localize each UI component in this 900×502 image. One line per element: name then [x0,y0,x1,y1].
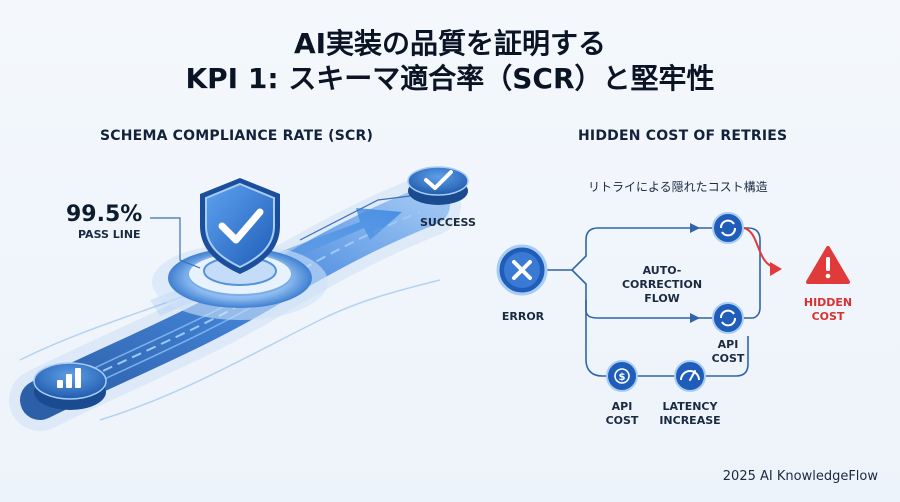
x-icon [512,260,532,280]
success-check-button [407,166,469,205]
check-icon [424,170,453,190]
auto-correction-label-line-2: FLOW [644,292,680,305]
hidden-cost-line-1: HIDDEN [803,296,853,309]
success-connector [299,195,411,241]
latency-node [674,360,706,392]
hidden-cost-arrow [743,227,782,276]
latency-label-line-1: LATENCY [662,400,718,413]
refresh-icon [720,309,736,327]
footer-credit: 2025 AI KnowledgeFlow [722,469,878,484]
api-cost-node: $ [606,360,638,392]
api-cost-bottom-label: API COST [602,400,642,428]
error-node [496,244,548,296]
pass-line-label: PASS LINE [78,228,141,241]
retry-flow-lines [546,227,761,377]
api-cost-right-line-2: COST [711,352,745,365]
refresh-node-top [712,212,744,244]
bar-chart-icon [57,368,81,388]
error-label: ERROR [501,310,545,323]
success-label: SUCCESS [420,216,476,229]
left-section-heading: SCHEMA COMPLIANCE RATE (SCR) [100,128,374,144]
page-title-line-1: AI実装の品質を証明する [293,27,607,60]
api-cost-right-label: API COST [708,338,748,366]
latency-label-line-2: INCREASE [659,414,721,427]
gauge-icon [680,370,700,381]
refresh-icon [720,219,736,237]
warning-icon [806,246,850,284]
page-title-line-2: KPI 1: スキーマ適合率（SCR）と堅牢性 [185,62,715,95]
auto-correction-label-line-1: AUTO-CORRECTION [621,264,703,291]
pass-line-connector [150,217,201,269]
right-section-heading: HIDDEN COST OF RETRIES [578,128,788,144]
api-cost-bottom-line-1: API [611,400,633,413]
dollar-icon: $ [619,372,626,383]
shield-check-icon [200,178,280,274]
api-cost-bottom-line-2: COST [605,414,639,427]
latency-increase-label: LATENCY INCREASE [654,400,726,428]
right-subtitle: リトライによる隠れたコスト構造 [588,180,768,194]
hidden-cost-label: HIDDEN COST [800,296,856,324]
pass-line-value: 99.5% [66,202,143,227]
hidden-cost-line-2: COST [811,310,845,323]
api-cost-right-line-1: API [717,338,739,351]
bar-chart-button [33,362,107,410]
auto-correction-label: AUTO-CORRECTION FLOW [604,264,720,306]
refresh-node-middle [712,302,744,334]
flow-arrowheads [690,223,700,323]
